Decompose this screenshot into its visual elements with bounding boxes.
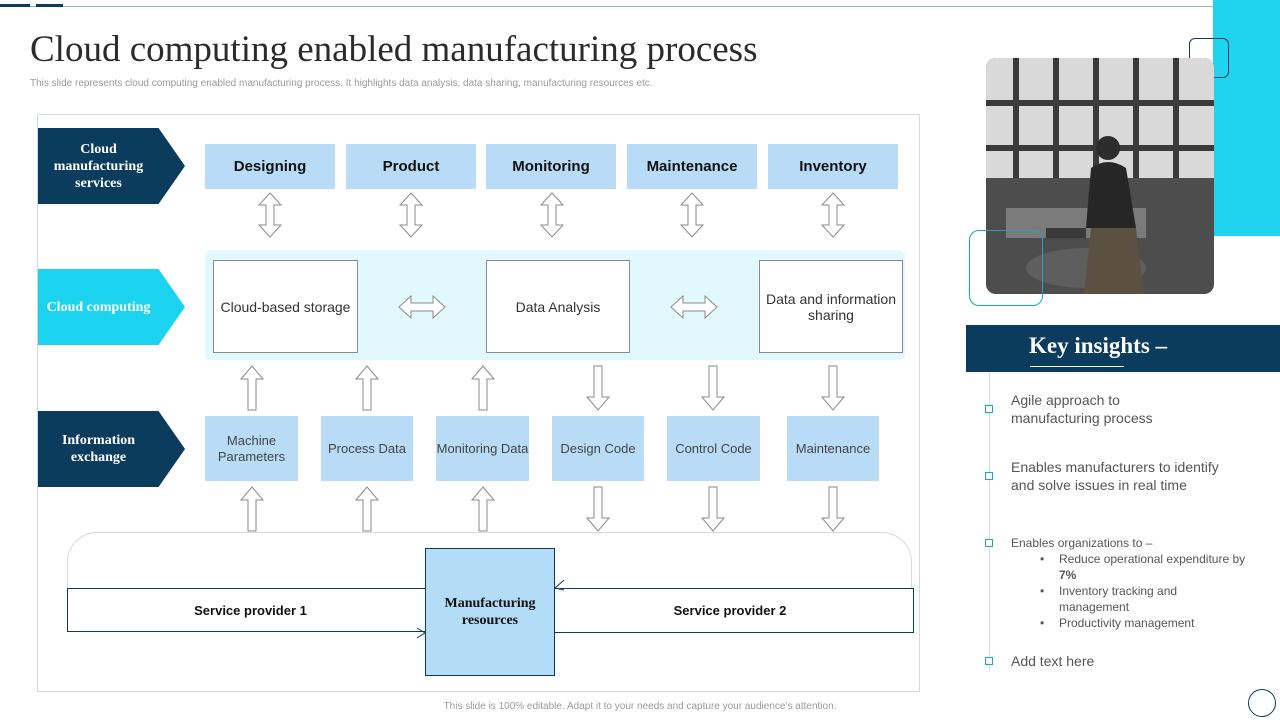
insight-subitem-1-text: Reduce operational expenditure by bbox=[1059, 552, 1246, 566]
service-product: Product bbox=[346, 144, 476, 189]
cloud-item-storage: Cloud-based storage bbox=[213, 260, 358, 353]
top-rule bbox=[0, 6, 1215, 7]
service-provider-2: Service provider 2 bbox=[546, 588, 914, 633]
resources-arc bbox=[67, 532, 912, 592]
worker-photo bbox=[986, 58, 1214, 294]
row-label-cloud-computing: Cloud computing bbox=[38, 269, 185, 345]
insight-item-4: Add text here bbox=[1011, 653, 1095, 669]
down-arrow bbox=[821, 365, 845, 411]
top-accent-bar bbox=[0, 4, 30, 7]
sub-bullet: • bbox=[1040, 584, 1045, 598]
up-arrow bbox=[240, 486, 264, 532]
top-accent-bar bbox=[36, 4, 63, 7]
double-arrow-horizontal bbox=[670, 295, 718, 319]
info-maintenance: Maintenance bbox=[787, 416, 879, 481]
slide-subtitle: This slide represents cloud computing en… bbox=[30, 78, 653, 89]
row-label-information-exchange: Information exchange bbox=[38, 411, 185, 487]
up-arrow bbox=[240, 365, 264, 411]
down-arrow bbox=[821, 486, 845, 532]
double-arrow-horizontal bbox=[398, 295, 446, 319]
down-arrow bbox=[701, 365, 725, 411]
up-arrow bbox=[355, 365, 379, 411]
bullet-square bbox=[985, 539, 993, 547]
slide-title: Cloud computing enabled manufacturing pr… bbox=[30, 29, 758, 70]
down-arrow bbox=[701, 486, 725, 532]
diagram-frame bbox=[37, 114, 920, 692]
insights-timeline bbox=[989, 372, 990, 672]
double-arrow-vertical bbox=[399, 192, 423, 238]
insight-subitem-3-text: Productivity management bbox=[1059, 616, 1195, 630]
row-label-cloud-manufacturing-services: Cloud manufacturing services bbox=[38, 128, 185, 204]
service-monitoring: Monitoring bbox=[486, 144, 616, 189]
bullet-square bbox=[985, 657, 993, 665]
down-arrow bbox=[586, 365, 610, 411]
info-monitoring-data: Monitoring Data bbox=[436, 416, 529, 481]
up-arrow bbox=[471, 486, 495, 532]
down-arrow bbox=[586, 486, 610, 532]
key-insights-bar bbox=[966, 325, 1280, 372]
service-maintenance: Maintenance bbox=[627, 144, 757, 189]
double-arrow-vertical bbox=[258, 192, 282, 238]
manufacturing-resources: Manufacturing resources bbox=[425, 548, 555, 676]
sub-bullet: • bbox=[1040, 616, 1045, 630]
insight-item-3: Enables organizations to – bbox=[1011, 536, 1153, 550]
decor-circle bbox=[1248, 689, 1276, 717]
up-arrow bbox=[355, 486, 379, 532]
insight-item-2: Enables manufacturers to identify and so… bbox=[1011, 459, 1219, 493]
info-design-code: Design Code bbox=[552, 416, 644, 481]
info-process-data: Process Data bbox=[321, 416, 413, 481]
insight-subitem-1-value: 7% bbox=[1059, 568, 1077, 582]
insight-subitem-1: • Reduce operational expenditure by 7% bbox=[1040, 551, 1260, 583]
accent-block bbox=[1213, 0, 1280, 236]
up-arrow bbox=[471, 365, 495, 411]
decor-outline-square bbox=[969, 230, 1043, 306]
service-designing: Designing bbox=[205, 144, 335, 189]
insight-subitem-2-text: Inventory tracking and management bbox=[1059, 584, 1178, 614]
insight-item-1: Agile approach to manufacturing process bbox=[1011, 392, 1153, 426]
cloud-item-information-sharing: Data and information sharing bbox=[759, 260, 903, 353]
double-arrow-vertical bbox=[821, 192, 845, 238]
info-control-code: Control Code bbox=[667, 416, 760, 481]
cloud-item-data-analysis: Data Analysis bbox=[486, 260, 630, 353]
insight-subitem-2: • Inventory tracking and management bbox=[1040, 583, 1260, 615]
insight-subitem-3: • Productivity management bbox=[1040, 615, 1260, 631]
double-arrow-vertical bbox=[680, 192, 704, 238]
key-insights-title: Key insights – bbox=[1029, 333, 1168, 358]
key-insights-underline bbox=[1030, 366, 1124, 367]
service-provider-1: Service provider 1 bbox=[67, 588, 434, 632]
service-inventory: Inventory bbox=[768, 144, 898, 189]
slide-footer: This slide is 100% editable. Adapt it to… bbox=[443, 701, 837, 712]
double-arrow-vertical bbox=[540, 192, 564, 238]
sub-bullet: • bbox=[1040, 552, 1045, 566]
bullet-square bbox=[985, 472, 993, 480]
bullet-square bbox=[985, 405, 993, 413]
info-machine-parameters: Machine Parameters bbox=[205, 416, 298, 481]
